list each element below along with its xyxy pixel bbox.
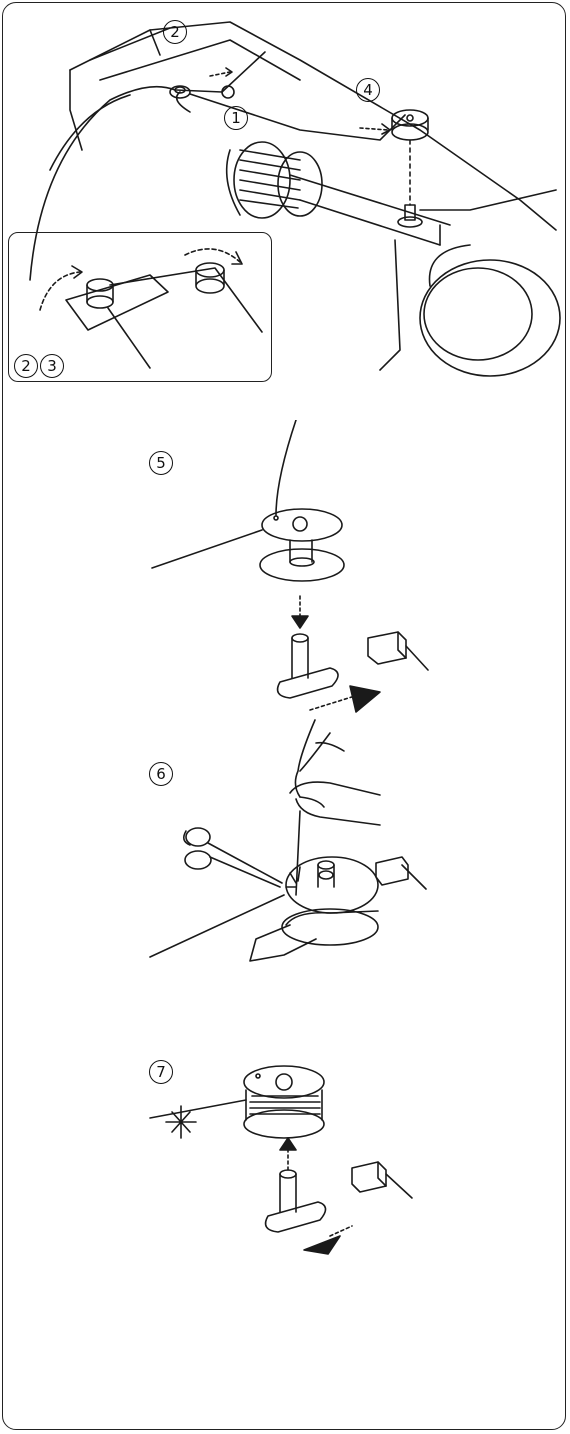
bobbin-icon xyxy=(244,1066,324,1138)
inset-illustration xyxy=(0,0,570,400)
step5-illustration xyxy=(0,420,570,720)
step7-illustration xyxy=(0,1040,570,1280)
finger-icon xyxy=(290,720,380,825)
step6-illustration xyxy=(0,715,570,995)
scissors-icon xyxy=(184,828,282,887)
bobbin-icon xyxy=(260,509,344,581)
